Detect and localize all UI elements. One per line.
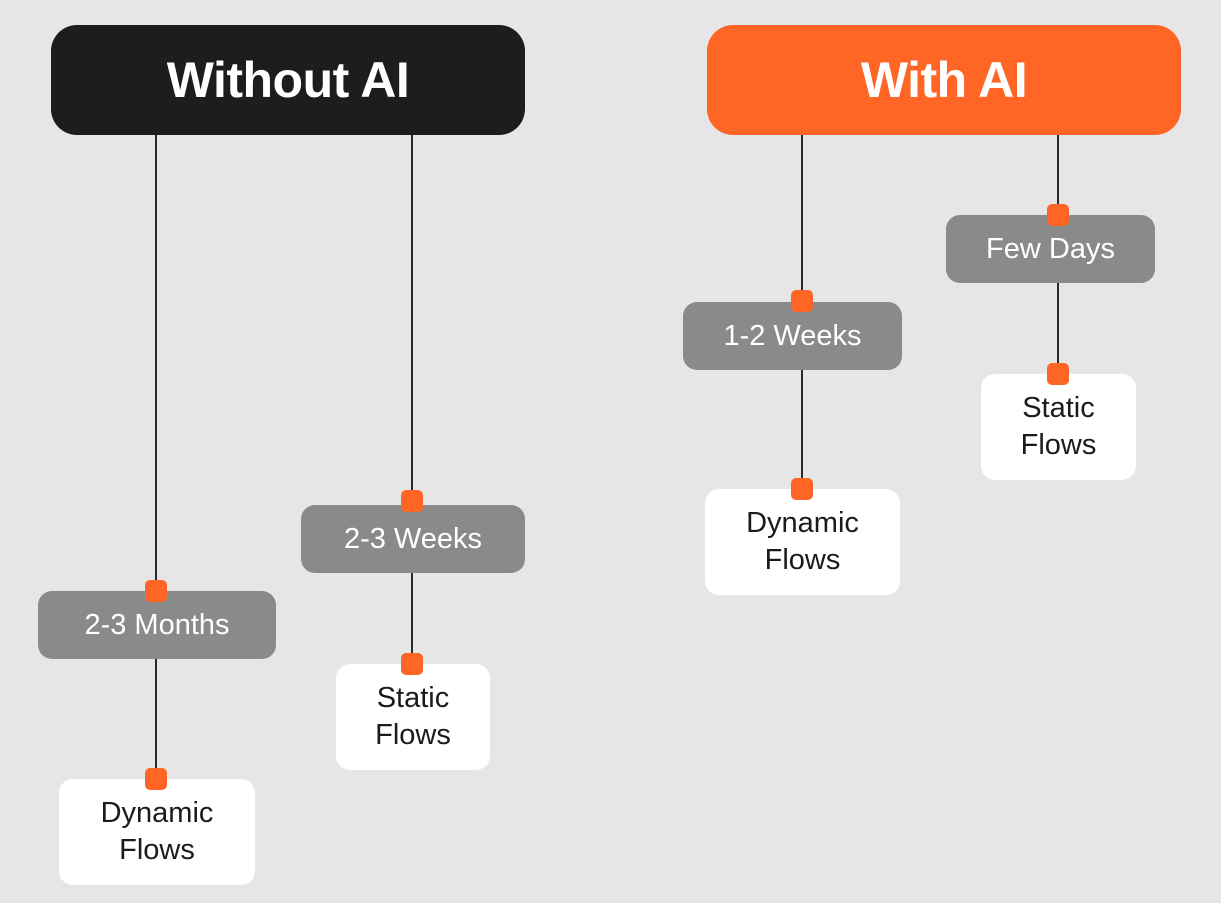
connector-days-static [1057,282,1059,377]
connector-weeks-dynamic [801,368,803,493]
connector-with-ai-weeks [801,135,803,305]
connector-with-ai-days [1057,135,1059,217]
connector-weeks-static [411,572,413,667]
node-dot [1047,204,1069,226]
node-dot [401,653,423,675]
node-dot [145,580,167,602]
connector-without-ai-months [155,135,157,595]
node-dot [401,490,423,512]
result-card-dynamic-flows: Dynamic Flows [59,779,255,885]
connector-months-dynamic [155,658,157,783]
duration-pill-weeks-ai: 1-2 Weeks [683,302,902,370]
duration-pill-days: Few Days [946,215,1155,283]
with-ai-header: With AI [707,25,1181,135]
connector-without-ai-weeks [411,135,413,505]
node-dot [791,478,813,500]
duration-pill-months: 2-3 Months [38,591,276,659]
node-dot [791,290,813,312]
duration-pill-weeks: 2-3 Weeks [301,505,525,573]
result-card-dynamic-flows-ai: Dynamic Flows [705,489,900,595]
node-dot [1047,363,1069,385]
node-dot [145,768,167,790]
result-card-static-flows-ai: Static Flows [981,374,1136,480]
result-card-static-flows: Static Flows [336,664,490,770]
without-ai-header: Without AI [51,25,525,135]
